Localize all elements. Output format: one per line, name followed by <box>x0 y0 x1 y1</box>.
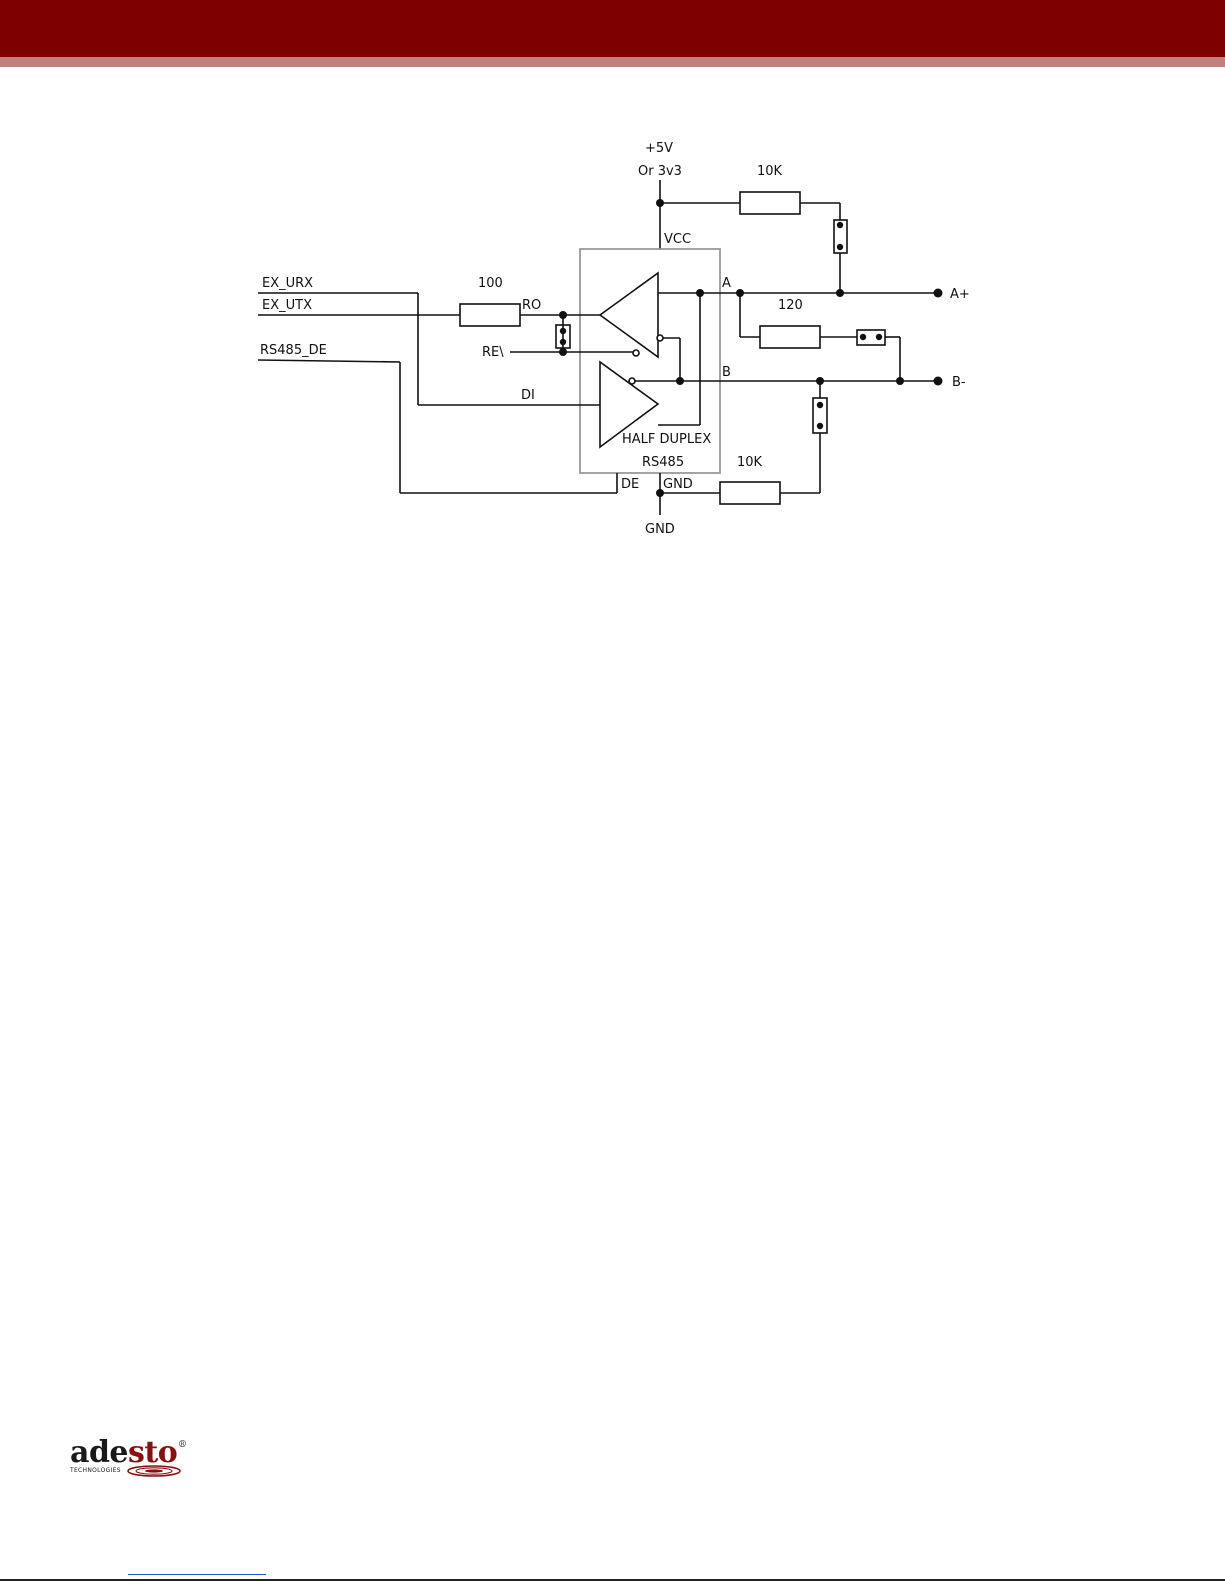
label-termination-value: 120 <box>778 298 803 313</box>
jumper-pin <box>817 423 823 429</box>
label-vcc: VCC <box>664 232 691 247</box>
junction-ro <box>559 311 567 319</box>
jumper-pin <box>837 244 843 250</box>
terminal-b <box>934 377 943 386</box>
footer-link-underline[interactable] <box>128 1574 266 1575</box>
pulldown-resistor <box>720 482 780 504</box>
label-pullup-value: 10K <box>757 164 783 179</box>
jumper-pin <box>560 328 566 334</box>
label-series-value: 100 <box>478 276 503 291</box>
jumper-pin <box>817 402 823 408</box>
receiver-buffer <box>600 273 658 357</box>
jumper-pin <box>560 339 566 345</box>
label-de: DE <box>621 477 639 492</box>
junction-b-internal <box>676 377 684 385</box>
jumper-pin <box>837 222 843 228</box>
junction-b-term <box>896 377 904 385</box>
label-gnd-net: GND <box>645 522 675 537</box>
terminal-a <box>934 289 943 298</box>
re-bubble <box>633 350 639 356</box>
termination-resistor <box>760 326 820 348</box>
label-chip-line1: HALF DUPLEX <box>622 432 711 447</box>
receiver-bubble <box>657 335 663 341</box>
rs485-de-wire <box>258 360 400 362</box>
logo-registered-mark: ® <box>178 1440 187 1450</box>
driver-bubble <box>629 378 635 384</box>
label-pin-a: A <box>722 276 731 291</box>
label-supply-top: +5V <box>645 141 673 156</box>
junction-re <box>559 348 567 356</box>
label-pulldown-value: 10K <box>737 455 763 470</box>
adesto-logo: adesto ® TECHNOLOGIES <box>70 1438 210 1478</box>
pullup-resistor <box>740 192 800 214</box>
footer-rule <box>0 1579 1225 1581</box>
label-supply-bottom: Or 3v3 <box>638 164 682 179</box>
label-pin-b: B <box>722 365 731 380</box>
label-rs485-de: RS485_DE <box>260 343 327 358</box>
logo-subtitle: TECHNOLOGIES <box>70 1467 121 1474</box>
series-resistor <box>460 304 520 326</box>
jumper-pin <box>876 334 882 340</box>
label-di: DI <box>521 388 535 403</box>
junction-a-pullup <box>836 289 844 297</box>
label-out-a: A+ <box>950 287 970 302</box>
label-out-b: B- <box>952 375 966 390</box>
junction-vcc <box>656 199 664 207</box>
label-ex-urx: EX_URX <box>262 276 313 291</box>
label-ro: RO <box>522 298 541 313</box>
jumper-pin <box>860 334 866 340</box>
rs485-schematic: +5V Or 3v3 10K VCC EX_URX EX_UTX 100 RO … <box>0 0 1225 600</box>
label-chip-line2: RS485 <box>642 455 684 470</box>
label-ex-utx: EX_UTX <box>262 298 312 313</box>
junction-a-term <box>736 289 744 297</box>
label-gnd-pin: GND <box>663 477 693 492</box>
logo-swoosh-icon <box>126 1464 182 1478</box>
junction-a-internal <box>696 289 704 297</box>
label-re: RE\ <box>482 345 504 360</box>
junction-b-pulldown <box>816 377 824 385</box>
